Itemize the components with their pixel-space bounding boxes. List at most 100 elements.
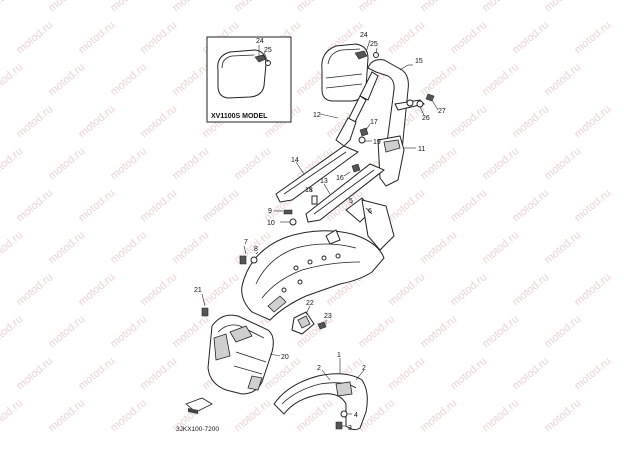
- callout-25-inset: 25: [264, 47, 272, 54]
- watermark-text: motod.ru: [542, 0, 583, 14]
- front-fender: 1 2 2: [273, 352, 368, 431]
- watermark-text: motod.ru: [572, 355, 613, 392]
- screw-7: 7: [239, 239, 248, 265]
- washer-4: 4: [340, 410, 358, 419]
- callout-16: 16: [336, 175, 344, 182]
- callout-24: 24: [360, 32, 368, 39]
- watermark-text: motod.ru: [232, 145, 273, 182]
- inset-caption: XV1100S MODEL: [211, 113, 268, 120]
- watermark-text: motod.ru: [170, 229, 211, 266]
- watermark-text: motod.ru: [542, 229, 583, 266]
- watermark-text: motod.ru: [572, 103, 613, 140]
- watermark-text: motod.ru: [448, 103, 489, 140]
- callout-12: 12: [313, 112, 321, 119]
- watermark-text: motod.ru: [480, 61, 521, 98]
- watermark-text: motod.ru: [356, 313, 397, 350]
- watermark-text: motod.ru: [0, 61, 25, 98]
- callout-15: 15: [415, 58, 423, 65]
- watermark-text: motod.ru: [418, 61, 459, 98]
- bolt-21: 21: [194, 287, 209, 317]
- watermark-text: motod.ru: [386, 19, 427, 56]
- watermark-text: motod.ru: [138, 103, 179, 140]
- callout-1: 1: [337, 352, 341, 359]
- side-cover-13: 13: [305, 163, 385, 223]
- callout-9: 9: [268, 208, 272, 215]
- callout-6: 6: [368, 208, 372, 215]
- watermark-text: motod.ru: [418, 229, 459, 266]
- watermark-text: motod.ru: [448, 187, 489, 224]
- watermark-text: motod.ru: [14, 103, 55, 140]
- watermark-text: motod.ru: [480, 145, 521, 182]
- watermark-text: motod.ru: [418, 0, 459, 14]
- watermark-text: motod.ru: [386, 187, 427, 224]
- callout-21: 21: [194, 287, 202, 294]
- inset-xv1100s: 24 25 XV1100S MODEL: [206, 36, 292, 123]
- watermark-text: motod.ru: [170, 61, 211, 98]
- watermark-text: motod.ru: [480, 313, 521, 350]
- screw-3: 3: [335, 421, 352, 432]
- watermark-text: motod.ru: [510, 355, 551, 392]
- watermark-text: motod.ru: [170, 145, 211, 182]
- watermark-text: motod.ru: [510, 103, 551, 140]
- watermark-text: motod.ru: [170, 0, 211, 14]
- watermark-text: motod.ru: [510, 19, 551, 56]
- watermark-text: motod.ru: [386, 271, 427, 308]
- watermark-text: motod.ru: [76, 187, 117, 224]
- watermark-text: motod.ru: [200, 271, 241, 308]
- callout-4: 4: [354, 412, 358, 419]
- watermark-text: motod.ru: [138, 271, 179, 308]
- watermark-text: motod.ru: [0, 313, 25, 350]
- watermark-text: motod.ru: [138, 187, 179, 224]
- callout-13: 13: [320, 178, 328, 185]
- washer-19: 19: [358, 136, 381, 146]
- side-cover-14: 14: [275, 145, 360, 203]
- rear-fender: [241, 229, 385, 321]
- watermark-text: motod.ru: [448, 19, 489, 56]
- collar-18: 18: [305, 187, 318, 205]
- watermark-text: motod.ru: [46, 0, 87, 14]
- watermark-text: motod.ru: [46, 397, 87, 434]
- watermark-text: motod.ru: [170, 313, 211, 350]
- watermark-text: motod.ru: [0, 229, 25, 266]
- callout-19: 19: [373, 139, 381, 146]
- callout-17: 17: [370, 119, 378, 126]
- callout-27: 27: [438, 108, 446, 115]
- callout-26: 26: [422, 115, 430, 122]
- bolt-17: 17: [359, 119, 378, 137]
- watermark-text: motod.ru: [108, 397, 149, 434]
- watermark-text: motod.ru: [542, 61, 583, 98]
- callout-14: 14: [291, 157, 299, 164]
- callout-25: 25: [370, 41, 378, 48]
- callout-11: 11: [418, 146, 425, 153]
- watermark-text: motod.ru: [14, 355, 55, 392]
- watermark-text: motod.ru: [138, 355, 179, 392]
- watermark-text: motod.ru: [572, 19, 613, 56]
- watermark-text: motod.ru: [138, 19, 179, 56]
- flap-6: 6: [361, 199, 395, 251]
- callout-2-right: 2: [362, 365, 366, 372]
- watermark-text: motod.ru: [480, 397, 521, 434]
- watermark-text: motod.ru: [108, 145, 149, 182]
- watermark-text: motod.ru: [108, 313, 149, 350]
- watermark-text: motod.ru: [510, 271, 551, 308]
- watermark-text: motod.ru: [542, 145, 583, 182]
- callout-7: 7: [244, 239, 248, 246]
- watermark-text: motod.ru: [76, 103, 117, 140]
- watermark-text: motod.ru: [108, 61, 149, 98]
- bolt-27: 27: [425, 93, 446, 115]
- watermark-text: motod.ru: [200, 187, 241, 224]
- callout-20: 20: [281, 354, 289, 361]
- watermark-text: motod.ru: [108, 229, 149, 266]
- screw-9: 9: [268, 208, 293, 215]
- watermark-text: motod.ru: [14, 271, 55, 308]
- cover-20: 20: [207, 314, 289, 395]
- watermark-text: motod.ru: [0, 145, 25, 182]
- washer-26: 26: [416, 100, 430, 122]
- callout-22: 22: [306, 300, 314, 307]
- callout-5: 5: [349, 198, 353, 205]
- watermark-text: motod.ru: [294, 0, 335, 14]
- watermark-text: motod.ru: [294, 397, 335, 434]
- backrest-pad: 24 25: [321, 32, 379, 102]
- watermark-text: motod.ru: [46, 229, 87, 266]
- callout-24-inset: 24: [256, 38, 264, 45]
